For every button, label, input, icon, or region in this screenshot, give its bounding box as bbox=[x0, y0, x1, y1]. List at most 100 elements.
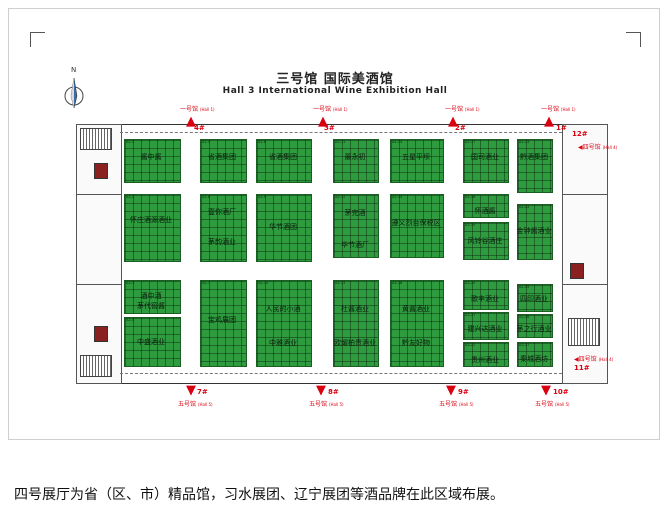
booth-label-b13: 最永初 bbox=[344, 153, 366, 161]
booth-label-b24: 风铃谷酒庄 bbox=[467, 237, 503, 245]
booth-b31[interactable] bbox=[517, 314, 553, 338]
booth-b25[interactable] bbox=[463, 280, 509, 310]
booth-code-b11: A2-10 bbox=[258, 281, 269, 285]
booth-b24[interactable] bbox=[463, 222, 509, 260]
booth-b18[interactable] bbox=[390, 139, 444, 183]
entrance-top-4-label: 一号馆 (Hall 1) bbox=[541, 106, 576, 113]
booth-code-b23: A2-18 bbox=[465, 195, 476, 199]
booth-code-b31: A2-26 bbox=[519, 315, 530, 319]
booth-code-b24: A2-19 bbox=[465, 223, 476, 227]
booth-label-b5: 省酒集团 bbox=[208, 153, 236, 161]
booth-b19[interactable] bbox=[390, 194, 444, 258]
booth-code-b2: A2-2 bbox=[126, 195, 135, 199]
booth-label-b3b: 茅代窖酱 bbox=[137, 302, 165, 310]
entrance-right-2-gate: 11# bbox=[574, 364, 590, 372]
entrance-bottom-2-arrow: ▼ bbox=[316, 383, 326, 398]
booth-label-b28: 黔酒集团 bbox=[520, 153, 548, 161]
booth-b30[interactable] bbox=[517, 284, 553, 312]
booth-b32[interactable] bbox=[517, 342, 553, 367]
booth-label-b3: 酒中酒 bbox=[140, 292, 162, 300]
booth-b23[interactable] bbox=[463, 194, 509, 218]
right-restroom-icon bbox=[570, 263, 584, 279]
entrance-top-1-label: 一号馆 (Hall 1) bbox=[180, 106, 215, 113]
booth-b22[interactable] bbox=[463, 139, 509, 183]
booth-code-b6: A2-6 bbox=[202, 195, 211, 199]
booth-b29[interactable] bbox=[517, 204, 553, 260]
booth-code-b25: A2-20 bbox=[465, 281, 476, 285]
booth-label-b2: 怀庄酒源酒业 bbox=[130, 216, 172, 224]
entrance-top-2-arrow: ▲ bbox=[318, 114, 328, 129]
entrance-top-1-arrow: ▲ bbox=[186, 114, 196, 129]
entrance-top-3-arrow: ▲ bbox=[448, 114, 458, 129]
booth-b10[interactable] bbox=[256, 194, 312, 262]
hall-title-english: Hall 3 International Wine Exhibition Hal… bbox=[222, 86, 448, 96]
entrance-bottom-2-gate: 8# bbox=[328, 388, 339, 396]
booth-b20[interactable] bbox=[390, 280, 444, 367]
booth-code-b5: A2-5 bbox=[202, 140, 211, 144]
booth-b11[interactable] bbox=[256, 280, 312, 367]
left-stair-top bbox=[80, 128, 112, 150]
entrance-bottom-4-gate: 10# bbox=[553, 388, 569, 396]
entrance-bottom-1-gate: 7# bbox=[197, 388, 208, 396]
booth-label-b10: 华节酒团 bbox=[269, 223, 297, 231]
booth-label-b30: 四印酒业 bbox=[520, 295, 548, 303]
booth-code-b18: A2-14 bbox=[392, 140, 403, 144]
booth-b3[interactable] bbox=[124, 280, 181, 314]
booth-label-b7: 茅韵酒业 bbox=[208, 238, 236, 246]
booth-code-b30: A2-25 bbox=[519, 285, 530, 289]
left-restroom-icon bbox=[94, 163, 108, 179]
booth-code-b32: A2-27 bbox=[519, 343, 530, 347]
entrance-top-2-gate: 3# bbox=[324, 124, 335, 132]
left-stair-bottom bbox=[80, 355, 112, 377]
bottom-corridor-line bbox=[120, 373, 562, 374]
crop-mark-top-left bbox=[30, 32, 45, 47]
booth-b6[interactable] bbox=[200, 194, 247, 262]
caption-text: 四号展厅为省（区、市）精品馆，习水展团、辽宁展团等酒品牌在此区域布展。 bbox=[14, 487, 504, 503]
booth-label-b32: 秦城酒坊 bbox=[520, 355, 548, 363]
booth-code-b8: A2-7 bbox=[202, 281, 211, 285]
booth-label-b31: 茅之行酒业 bbox=[516, 325, 552, 333]
booth-code-b20: A2-16 bbox=[392, 281, 403, 285]
booth-b28[interactable] bbox=[517, 139, 553, 193]
entrance-top-3-gate: 2# bbox=[455, 124, 466, 132]
booth-code-b13: A2-11 bbox=[335, 140, 346, 144]
booth-label-b18: 五星平坝 bbox=[402, 153, 430, 161]
right-service-block-mid bbox=[562, 194, 608, 286]
booth-code-b1: A2-1 bbox=[126, 140, 135, 144]
booth-label-b6: 壹你酒厂 bbox=[208, 208, 236, 216]
right-service-block-top bbox=[562, 124, 608, 196]
booth-label-b14: 茅完酒 bbox=[344, 209, 366, 217]
hall-title-chinese: 三号馆 国际美酒馆 bbox=[276, 72, 394, 87]
entrance-top-3-label: 一号馆 (Hall 1) bbox=[445, 106, 480, 113]
booth-label-b1: 酱中酱 bbox=[140, 153, 162, 161]
booth-code-b22: A2-17 bbox=[465, 140, 476, 144]
booth-b26[interactable] bbox=[463, 312, 509, 340]
booth-code-b16: A2-13 bbox=[335, 281, 346, 285]
booth-label-b16: 杜酱酒业 bbox=[341, 305, 369, 313]
booth-b5[interactable] bbox=[200, 139, 247, 183]
booth-label-b21: 黔友好物 bbox=[402, 339, 430, 347]
booth-code-b9: A2-8 bbox=[258, 140, 267, 144]
entrance-bottom-3-label: 五号馆 (Hall 5) bbox=[439, 401, 474, 408]
booth-b2[interactable] bbox=[124, 194, 181, 262]
entrance-bottom-4-arrow: ▼ bbox=[541, 383, 551, 398]
booth-b4[interactable] bbox=[124, 317, 181, 367]
booth-label-b27: 贵州酒业 bbox=[471, 356, 499, 364]
entrance-right-1-gate: 12# bbox=[572, 130, 588, 138]
entrance-bottom-1-arrow: ▼ bbox=[186, 383, 196, 398]
entrance-top-1-gate: 4# bbox=[194, 124, 205, 132]
booth-b1[interactable] bbox=[124, 139, 181, 183]
booth-label-b4: 中盛酒业 bbox=[137, 338, 165, 346]
booth-b14[interactable] bbox=[333, 194, 379, 258]
compass-icon bbox=[64, 77, 84, 109]
booth-label-b9: 省酒集团 bbox=[269, 153, 297, 161]
booth-b16[interactable] bbox=[333, 280, 379, 367]
booth-b27[interactable] bbox=[463, 342, 509, 367]
entrance-bottom-3-arrow: ▼ bbox=[446, 383, 456, 398]
booth-b8[interactable] bbox=[200, 280, 247, 367]
booth-b9[interactable] bbox=[256, 139, 312, 183]
booth-label-b11: 人民的小酒 bbox=[265, 305, 301, 313]
booth-b13[interactable] bbox=[333, 139, 379, 183]
booth-code-b28: A2-23 bbox=[519, 140, 530, 144]
left-lift-icon bbox=[94, 326, 108, 342]
